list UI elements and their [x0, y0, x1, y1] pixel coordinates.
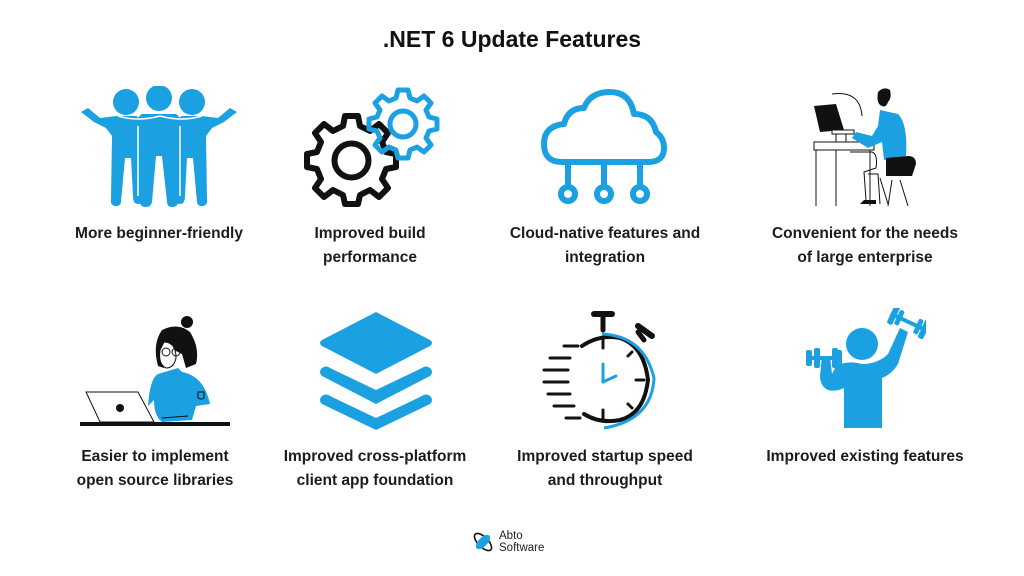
label-line: Improved cross-platform [283, 448, 467, 465]
feature-label: Improved existing features [750, 445, 980, 469]
woman-with-laptop-icon [80, 316, 230, 426]
abto-logo-icon [473, 532, 493, 552]
label-line: of large enterprise [797, 249, 933, 266]
label-line: and throughput [547, 472, 663, 489]
feature-label: Cloud-native features and integration [490, 222, 720, 270]
logo-text: Abto Software [499, 530, 544, 554]
page-title: .NET 6 Update Features [382, 26, 642, 52]
label-line: Improved build [314, 225, 426, 242]
group-of-people-icon [81, 86, 237, 207]
feature-label: Improved build performance [255, 222, 485, 270]
label-line: Easier to implement [81, 448, 229, 465]
label-line: integration [564, 249, 646, 266]
logo-line2: Software [499, 542, 545, 554]
layers-stack-icon [320, 312, 432, 430]
person-lifting-dumbbells-icon [806, 308, 926, 428]
feature-label: Improved cross-platform client app found… [260, 445, 490, 493]
cloud-network-icon [541, 89, 667, 204]
stopwatch-icon [542, 311, 656, 430]
label-line: More beginner-friendly [75, 225, 243, 242]
label-line: client app foundation [296, 472, 454, 489]
label-line: Improved startup speed [517, 448, 693, 465]
label-line: Improved existing features [766, 448, 964, 465]
label-line: open source libraries [76, 472, 234, 489]
feature-label: More beginner-friendly [44, 222, 274, 246]
abto-software-logo: Abto Software [471, 530, 544, 554]
person-at-computer-icon [813, 88, 916, 207]
gears-icon [304, 87, 440, 207]
logo-line1: Abto [499, 530, 523, 542]
feature-label: Convenient for the needs of large enterp… [750, 222, 980, 270]
feature-label: Easier to implement open source librarie… [40, 445, 270, 493]
label-line: Cloud-native features and [509, 225, 701, 242]
feature-label: Improved startup speed and throughput [490, 445, 720, 493]
label-line: Convenient for the needs [771, 225, 959, 242]
label-line: performance [323, 249, 417, 266]
